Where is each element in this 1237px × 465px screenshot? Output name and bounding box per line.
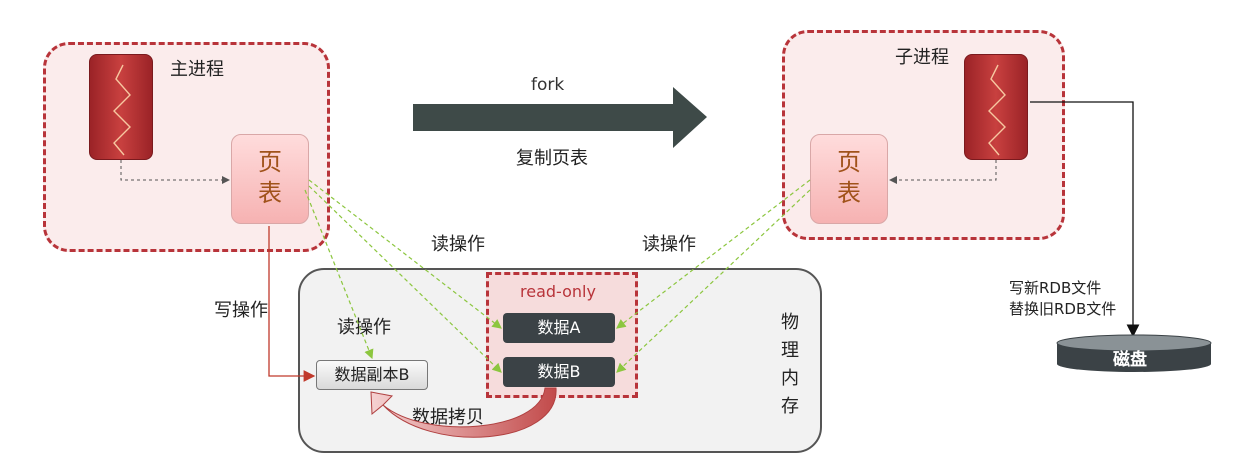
memory-char-3: 内 — [781, 368, 799, 389]
child-page-table-char-2: 表 — [837, 179, 861, 207]
inner-read-label: 读操作 — [337, 317, 391, 338]
disk-label: 磁盘 — [1113, 350, 1147, 370]
data-b-box: 数据B — [503, 357, 615, 387]
main-page-table: 页 表 — [231, 134, 309, 224]
data-copy-b-box: 数据副本B — [316, 360, 428, 390]
memory-char-1: 物 — [781, 312, 799, 333]
main-page-table-char-1: 页 — [258, 148, 282, 176]
copy-page-table-label: 复制页表 — [516, 148, 588, 169]
main-page-table-char-2: 表 — [258, 179, 282, 207]
data-a-box: 数据A — [503, 313, 615, 343]
left-read-label: 读操作 — [431, 234, 485, 255]
memory-char-4: 存 — [781, 396, 799, 417]
main-process-label: 主进程 — [170, 59, 224, 80]
replace-rdb-label: 替换旧RDB文件 — [1009, 300, 1117, 318]
write-label: 写操作 — [214, 300, 268, 321]
child-process-cpu-icon — [964, 54, 1028, 160]
read-only-label: read-only — [520, 282, 596, 301]
child-process-label: 子进程 — [895, 47, 949, 68]
write-rdb-label: 写新RDB文件 — [1009, 279, 1102, 297]
data-copy-label: 数据拷贝 — [412, 407, 484, 428]
physical-memory-vertical-label: 物 理 内 存 — [778, 309, 802, 421]
child-page-table-char-1: 页 — [837, 148, 861, 176]
fork-arrow — [413, 87, 707, 148]
child-page-table: 页 表 — [810, 134, 888, 224]
right-read-label: 读操作 — [642, 234, 696, 255]
fork-label: fork — [531, 75, 565, 95]
main-process-cpu-icon — [89, 54, 153, 160]
memory-char-2: 理 — [781, 340, 799, 361]
